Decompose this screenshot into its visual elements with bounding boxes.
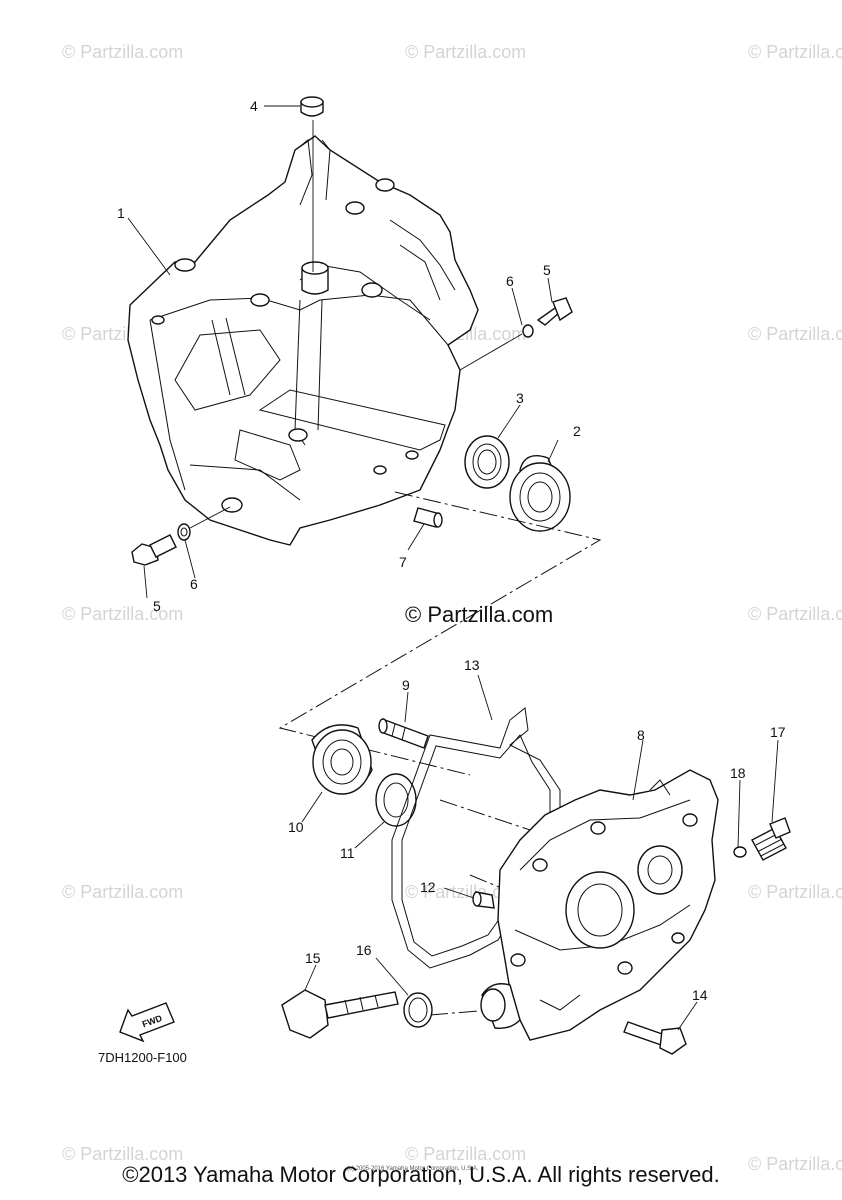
crankcase-right	[497, 769, 719, 1041]
watermark: © Partzilla.com	[748, 604, 842, 624]
callout-16: 16	[356, 942, 372, 958]
watermark: © Partzilla.com	[62, 882, 183, 902]
callout-2: 2	[573, 423, 581, 439]
watermarks: © Partzilla.com © Partzilla.com © Partzi…	[62, 42, 842, 1174]
callout-7: 7	[399, 554, 407, 570]
watermark: © Partzilla.com	[62, 42, 183, 62]
bolt-part-5-right	[459, 297, 573, 371]
callout-8: 8	[637, 727, 645, 743]
callout-18: 18	[730, 765, 746, 781]
dowel-pin-part-12	[472, 891, 495, 909]
callout-11: 11	[340, 845, 355, 861]
center-watermark: © Partzilla.com	[405, 602, 553, 627]
watermark: © Partzilla.com	[748, 324, 842, 344]
watermark: © Partzilla.com	[405, 1144, 526, 1164]
callout-4: 4	[250, 98, 258, 114]
bolt-part-5-left	[131, 506, 231, 566]
callout-15: 15	[305, 950, 321, 966]
filler-neck	[480, 983, 521, 1030]
bearing-part-2	[509, 455, 571, 532]
watermark: © Partzilla.com	[748, 882, 842, 902]
oil-seal-part-3	[464, 435, 510, 489]
crankcase-left	[127, 135, 479, 546]
watermark: © Partzilla.com	[748, 42, 842, 62]
o-ring-part-16	[403, 992, 433, 1028]
callout-10: 10	[288, 819, 304, 835]
callout-13: 13	[464, 657, 480, 673]
callout-5: 5	[153, 598, 161, 614]
callout-3: 3	[516, 390, 524, 406]
o-ring-part-18	[733, 779, 747, 858]
callout-5: 5	[543, 262, 551, 278]
watermark: © Partzilla.com	[405, 882, 526, 902]
watermark: © Partzilla.com	[748, 1154, 842, 1174]
watermark: © Partzilla.com	[62, 1144, 183, 1164]
pin-part-9	[378, 718, 429, 749]
dowel-pin-part-7	[413, 507, 443, 528]
leader-lines	[127, 105, 779, 1031]
bolt-part-14	[623, 1021, 687, 1055]
callout-1: 1	[117, 205, 125, 221]
footer-copyright: ©2013 Yamaha Motor Corporation, U.S.A. A…	[122, 1162, 720, 1187]
diagram-code: 7DH1200-F100	[98, 1050, 187, 1065]
drain-plug-part-17	[751, 817, 791, 861]
watermark: © Partzilla.com	[62, 604, 183, 624]
callout-14: 14	[692, 987, 708, 1003]
watermark: © Partzilla.com	[405, 42, 526, 62]
callout-17: 17	[770, 724, 786, 740]
callout-6: 6	[506, 273, 514, 289]
bearing-part-10	[311, 724, 373, 795]
dipstick-part-15	[281, 989, 399, 1039]
callouts: 4 1 5 6 3 2 7 6 5 13 9 8 17 18 10 11 12 …	[117, 98, 786, 1003]
tiny-copyright: (c) 2005-2016 Yamaha Motor Corporation, …	[347, 1166, 479, 1172]
callout-6: 6	[190, 576, 198, 592]
callout-9: 9	[402, 677, 410, 693]
forward-arrow-icon: FWD	[119, 1002, 175, 1043]
callout-12: 12	[420, 879, 436, 895]
collar-part-4	[300, 96, 324, 272]
